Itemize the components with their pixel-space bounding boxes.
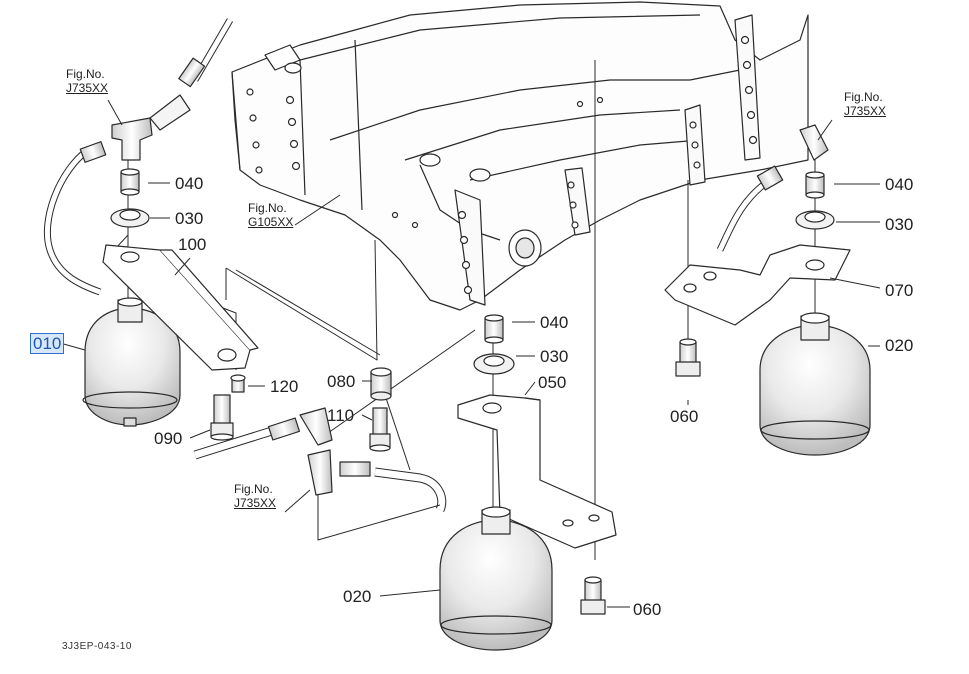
part-label-120[interactable]: 120 [270,377,299,396]
part-label-030[interactable]: 030 [175,209,204,228]
front-axle-frame [231,1,809,311]
fig-ref-link[interactable]: J735XX [66,81,109,95]
tee-fitting-top-left [79,57,206,163]
nut-030-center[interactable] [473,353,515,375]
part-label-040[interactable]: 040 [885,175,914,194]
part-label-040[interactable]: 040 [175,174,204,193]
bolt-060-right[interactable] [675,338,701,377]
part-label-030[interactable]: 030 [885,215,914,234]
part-label-030[interactable]: 030 [540,347,569,366]
part-label-010[interactable]: 010 [30,333,65,354]
part-label-100[interactable]: 100 [178,235,207,254]
fig-ref-prefix: Fig.No. [844,90,883,104]
fig-ref-prefix: Fig.No. [234,482,273,496]
tee-fitting-center [267,407,371,496]
fig-ref-frame[interactable]: Fig.No. G105XX [248,201,293,229]
fitting-040-right[interactable] [805,171,825,199]
part-label-040[interactable]: 040 [540,313,569,332]
part-label-060[interactable]: 060 [670,407,699,426]
part-label-070[interactable]: 070 [885,281,914,300]
bolt-110[interactable] [369,407,391,452]
fitting-040-left[interactable] [120,168,140,196]
nut-030-right[interactable] [795,210,835,230]
elbow-fitting-right [756,124,829,191]
bracket-050[interactable] [457,394,617,549]
fig-ref-top-right[interactable]: Fig.No. J735XX [844,90,886,118]
accumulator-010[interactable] [82,297,181,427]
fitting-040-center[interactable] [484,314,504,344]
part-label-060[interactable]: 060 [633,600,662,619]
part-label-020[interactable]: 020 [885,336,914,355]
bracket-070[interactable] [664,244,851,326]
fig-ref-link[interactable]: J735XX [234,496,277,510]
drawing-code: 3J3EP-043-10 [62,641,132,652]
bolt-090[interactable] [210,394,234,441]
part-label-090[interactable]: 090 [154,429,183,448]
accumulator-020-center[interactable] [439,506,553,651]
fig-ref-prefix: Fig.No. [248,201,287,215]
fig-ref-prefix: Fig.No. [66,67,105,81]
fig-ref-link[interactable]: G105XX [248,215,294,229]
collar-080[interactable] [370,367,392,401]
fig-ref-top-left[interactable]: Fig.No. J735XX [66,67,108,95]
fig-ref-link[interactable]: J735XX [844,104,887,118]
accumulator-020-right[interactable] [759,312,871,456]
bolt-120[interactable] [230,374,246,393]
bracket-100[interactable] [102,244,259,371]
fig-ref-bottom[interactable]: Fig.No. J735XX [234,482,276,510]
callout-lines [59,99,881,608]
bolt-060-center[interactable] [580,576,606,615]
nut-030-left[interactable] [110,208,150,228]
part-label-050[interactable]: 050 [538,373,567,392]
part-label-110[interactable]: 110 [327,406,355,425]
part-label-020[interactable]: 020 [343,587,372,606]
part-label-080[interactable]: 080 [327,372,356,391]
